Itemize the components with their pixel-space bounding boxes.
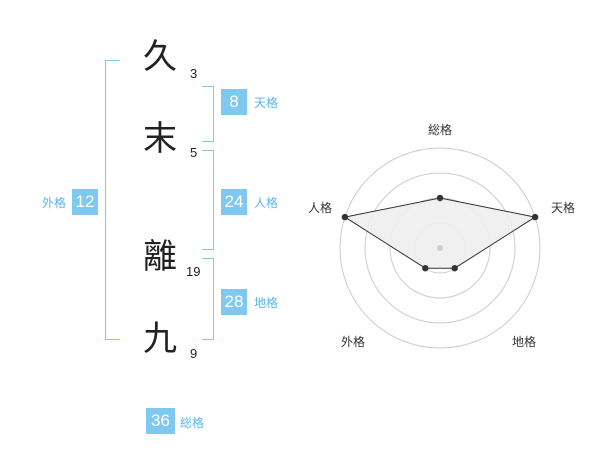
axis-label-chikaku: 地格 [512,334,536,349]
axis-label-tenkaku: 天格 [551,200,575,215]
stroke-count-3: 19 [186,264,201,279]
radar-points [341,194,539,272]
chikaku-badge: 28 [221,289,247,315]
radar-ring [339,147,541,349]
soukaku-badge: 36 [146,408,175,434]
gaikaku-bracket [105,60,120,340]
jinkaku-badge: 24 [221,189,247,215]
radar-point [436,194,444,202]
radar-point [341,213,349,221]
name-char-4: 九 [143,319,177,359]
gaikaku-label: 外格 [42,196,67,210]
radar-point [531,213,539,221]
chikaku-bracket [202,258,214,340]
jinkaku-bracket [202,150,214,250]
jinkaku-label: 人格 [254,196,279,210]
radar-ring [364,172,516,324]
name-char-3: 離 [143,237,177,277]
name-char-1: 久 [143,37,177,77]
stroke-count-1: 3 [190,66,198,81]
axis-label-gaikaku: 外格 [341,334,365,349]
soukaku-label: 総格 [180,416,205,430]
radar-chart: 総格 天格 地格 外格 人格 [308,122,575,349]
axis-label-jinkaku: 人格 [308,200,332,215]
name-char-2: 末 [143,119,177,159]
radar-point [422,265,429,272]
chikaku-label: 地格 [254,296,279,310]
stroke-count-4: 9 [190,346,198,361]
tenkaku-bracket [202,86,214,142]
radar-polygon [343,197,537,269]
tenkaku-label: 天格 [254,96,279,110]
stroke-count-2: 5 [190,145,198,160]
radar-center-dot [437,245,443,251]
tenkaku-badge: 8 [221,89,247,115]
gaikaku-badge: 12 [72,189,98,215]
axis-label-soukaku: 総格 [428,122,452,137]
radar-point [451,265,458,272]
